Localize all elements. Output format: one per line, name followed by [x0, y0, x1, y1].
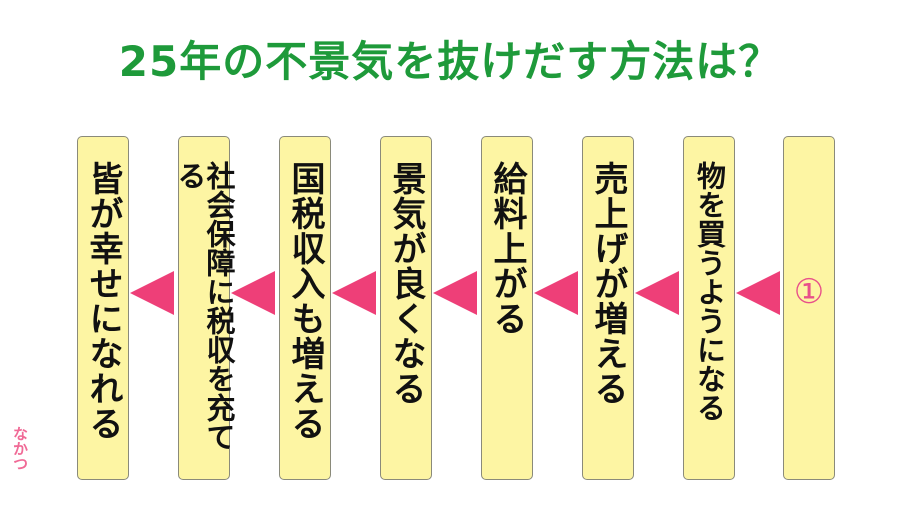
- left-arrow-icon: [433, 271, 477, 315]
- step-column-3: 売上げが増える: [582, 136, 634, 480]
- step-column-2: 物を買うようになる: [683, 136, 735, 480]
- step-label: 景気が良くなる: [386, 161, 426, 406]
- step-label: 皆が幸せになれる: [83, 161, 123, 441]
- step-column-8: 皆が幸せになれる: [77, 136, 129, 480]
- step-column-6: 国税収入も増える: [279, 136, 331, 480]
- step-column-5: 景気が良くなる: [380, 136, 432, 480]
- left-arrow-icon: [534, 271, 578, 315]
- author-watermark: なかつ: [11, 426, 29, 471]
- left-arrow-icon: [332, 271, 376, 315]
- left-arrow-icon: [635, 271, 679, 315]
- step-column-1: ①: [783, 136, 835, 480]
- page-title: 25年の不景気を抜けだす方法は？: [118, 37, 782, 86]
- left-arrow-icon: [231, 271, 275, 315]
- step-column-4: 給料上がる: [481, 136, 533, 480]
- left-arrow-icon: [736, 271, 780, 315]
- step-label: 国税収入も増える: [285, 161, 325, 441]
- left-arrow-icon: [130, 271, 174, 315]
- step-label: 売上げが増える: [588, 161, 628, 406]
- step-marker: ①: [793, 272, 825, 312]
- step-column-7: 社会保障に税収を充てる: [173, 136, 236, 480]
- step-label: 給料上がる: [487, 161, 527, 336]
- step-label: 物を買うようになる: [692, 161, 727, 422]
- step-label: 社会保障に税収を充てる: [173, 161, 236, 451]
